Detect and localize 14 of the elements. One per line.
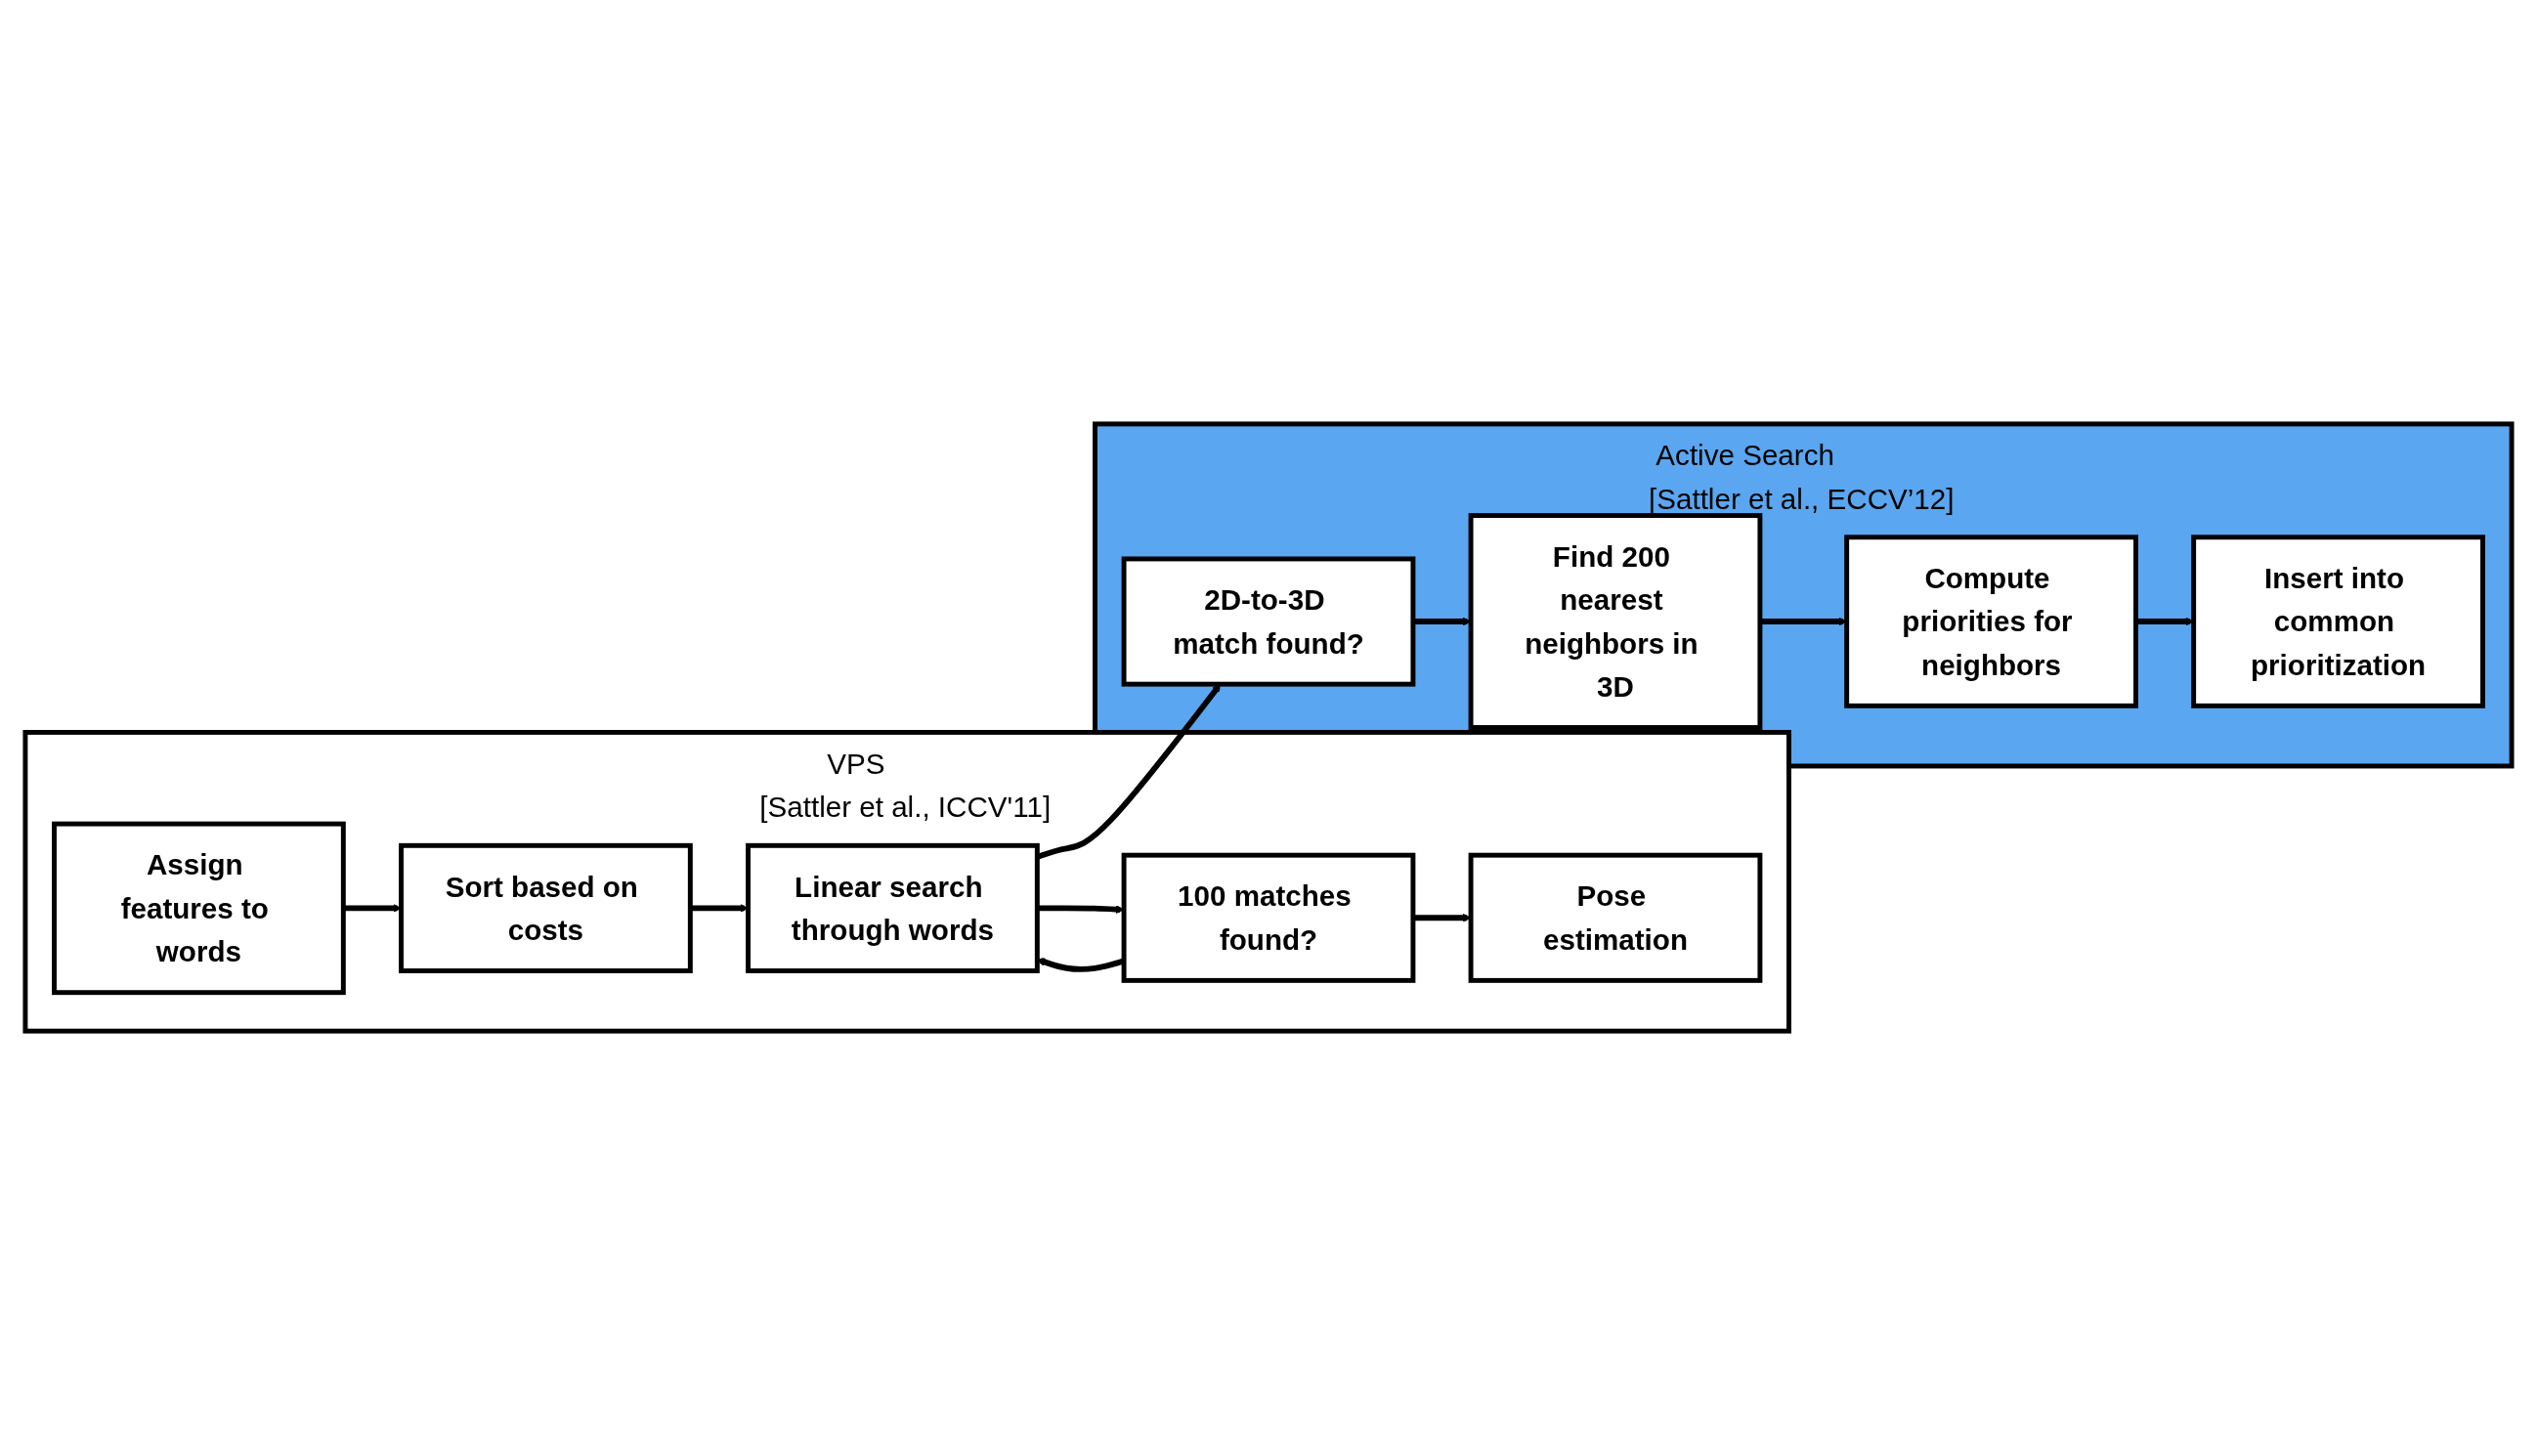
node-box: 2D-to-3D match found? [1121,556,1416,688]
node-box: Compute priorities for neighbors [1844,535,2138,709]
node-box: Pose estimation [1468,853,1763,984]
arrow [343,904,402,914]
arrow [1412,618,1472,626]
arrow [690,904,749,914]
arrow [1412,914,1472,923]
arrow [1037,905,1125,915]
node-box: Assign features to words [52,822,346,996]
node-box: Sort based on costs [399,843,693,974]
node-box: 100 matches found? [1121,853,1416,984]
node-box: Find 200 nearest neighbors in 3D [1468,513,1763,731]
node-box: Insert into common prioritization [2191,535,2485,709]
node-box: Linear search through words [746,843,1040,974]
